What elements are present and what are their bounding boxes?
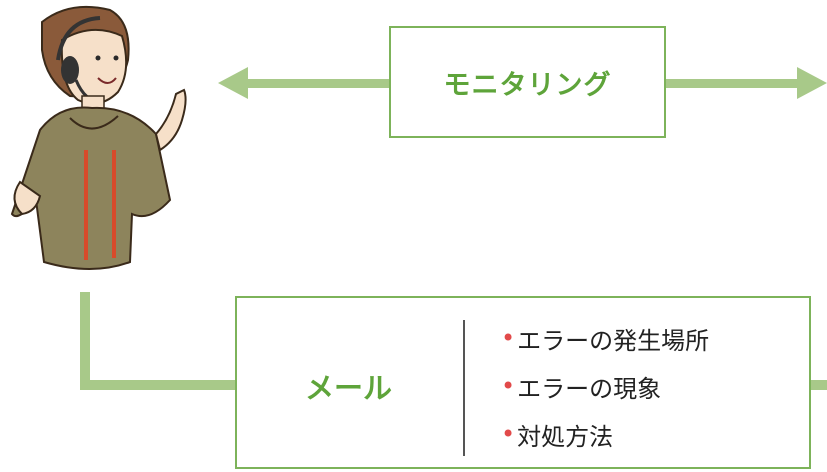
mail-divider [463, 320, 465, 456]
bullet-icon: • [501, 420, 516, 448]
arrow-shaft-left [246, 79, 391, 88]
arrow-head-left [218, 67, 248, 99]
bullet-icon: • [501, 324, 516, 352]
list-item-text: エラーの発生場所 [517, 326, 710, 355]
arrow-shaft-right [664, 79, 799, 88]
connector-right-stub [808, 380, 827, 390]
arrow-head-right [797, 67, 827, 99]
mail-box: メール • エラーの発生場所 • エラーの現象 • 対処方法 [235, 296, 811, 469]
list-item: • 対処方法 [501, 410, 709, 458]
bullet-icon: • [501, 372, 516, 400]
monitoring-box: モニタリング [389, 26, 666, 138]
list-item: • エラーの発生場所 [501, 314, 709, 362]
mail-label: メール [305, 371, 393, 405]
list-item-text: 対処方法 [517, 422, 614, 451]
connector-horizontal [80, 380, 240, 390]
monitoring-label: モニタリング [443, 69, 612, 101]
list-item-text: エラーの現象 [517, 374, 662, 403]
connector-vertical [80, 292, 90, 390]
list-item: • エラーの現象 [501, 362, 709, 410]
headset-operator-illustration [10, 5, 187, 270]
mail-details-list: • エラーの発生場所 • エラーの現象 • 対処方法 [501, 314, 709, 458]
